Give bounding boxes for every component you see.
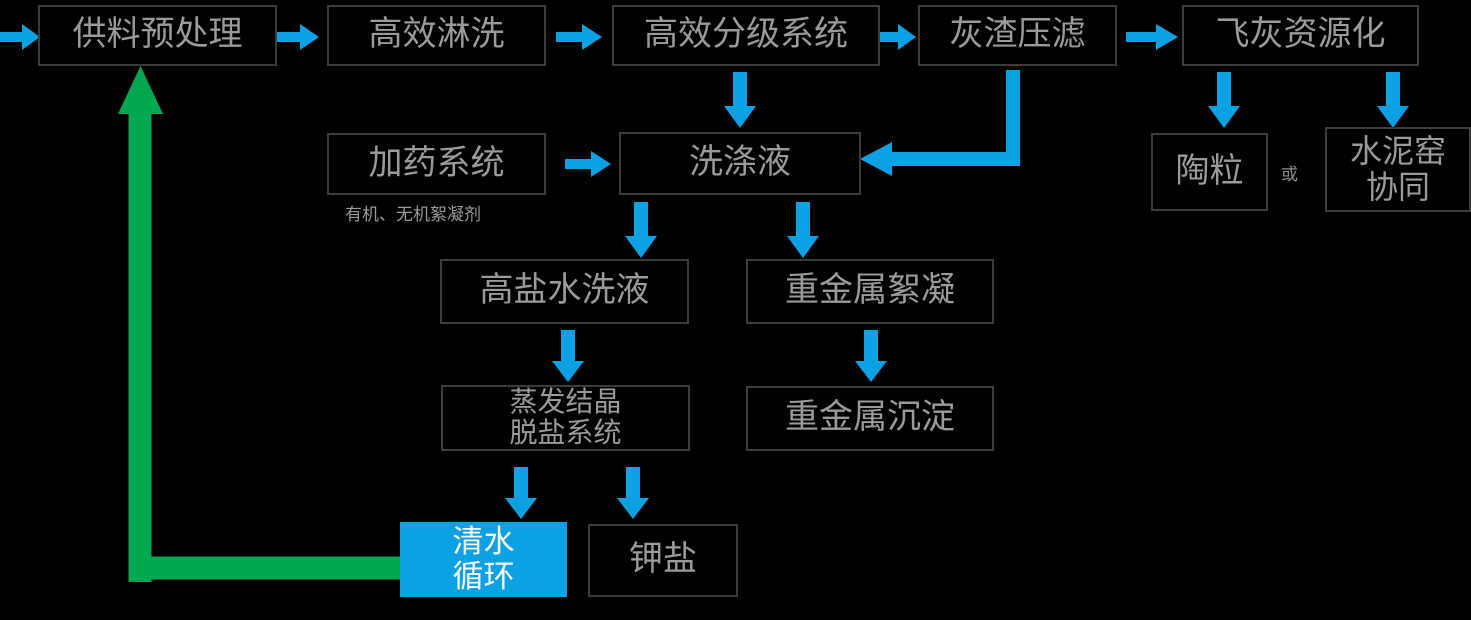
node-wash-liquid[interactable]: 洗涤液 bbox=[619, 132, 861, 195]
node-ash-press[interactable]: 灰渣压滤 bbox=[918, 5, 1117, 66]
node-potassium-salt[interactable]: 钾盐 bbox=[588, 524, 738, 597]
arrow-heavy-metal-floc-to-heavy-metal-prec bbox=[855, 330, 887, 382]
arrow-classify-system-to-ash-press bbox=[880, 24, 916, 50]
node-clean-water[interactable]: 清水 循环 bbox=[400, 522, 567, 597]
dosing-system-note: 有机、无机絮凝剂 bbox=[345, 205, 481, 224]
node-fly-ash-resource[interactable]: 飞灰资源化 bbox=[1182, 5, 1419, 66]
node-evap-desalt[interactable]: 蒸发结晶 脱盐系统 bbox=[441, 385, 690, 451]
arrow-fly-ash-resource-to-ceramsite bbox=[1208, 72, 1240, 128]
arrow-evap-desalt-to-potassium-salt bbox=[617, 467, 649, 519]
arrow-wash-liquid-to-high-salt-wash bbox=[625, 202, 657, 258]
arrow-fly-ash-resource-to-cement-kiln bbox=[1377, 72, 1409, 128]
node-high-salt-wash[interactable]: 高盐水洗液 bbox=[440, 259, 689, 324]
node-cement-kiln[interactable]: 水泥窑 协同 bbox=[1325, 127, 1471, 212]
arrow-high-salt-wash-to-evap-desalt bbox=[552, 330, 584, 382]
arrow-ash-press-to-fly-ash-resource bbox=[1126, 24, 1178, 50]
arrow-dosing-system-to-wash-liquid bbox=[565, 151, 611, 177]
or-label: 或 bbox=[1281, 165, 1298, 184]
node-classify-system[interactable]: 高效分级系统 bbox=[612, 5, 880, 66]
node-feed-pretreat[interactable]: 供料预处理 bbox=[38, 5, 277, 66]
arrow-wash-liquid-to-heavy-metal-floc bbox=[787, 202, 819, 258]
node-high-eff-wash[interactable]: 高效淋洗 bbox=[327, 5, 546, 66]
node-dosing-system[interactable]: 加药系统 bbox=[327, 133, 546, 195]
node-heavy-metal-prec[interactable]: 重金属沉淀 bbox=[746, 386, 994, 451]
arrow-input-to-feed-pretreat bbox=[0, 24, 40, 50]
arrow-classify-system-to-wash-liquid bbox=[724, 72, 756, 128]
node-ceramsite[interactable]: 陶粒 bbox=[1151, 133, 1268, 211]
arrow-high-eff-wash-to-classify-system bbox=[556, 24, 602, 50]
connector-ash-press-to-wash-liquid bbox=[860, 70, 1040, 180]
arrow-evap-desalt-to-clean-water bbox=[505, 467, 537, 519]
connector-clean-water-recycle bbox=[118, 62, 408, 582]
node-heavy-metal-floc[interactable]: 重金属絮凝 bbox=[746, 259, 994, 324]
arrow-feed-pretreat-to-high-eff-wash bbox=[277, 24, 319, 50]
